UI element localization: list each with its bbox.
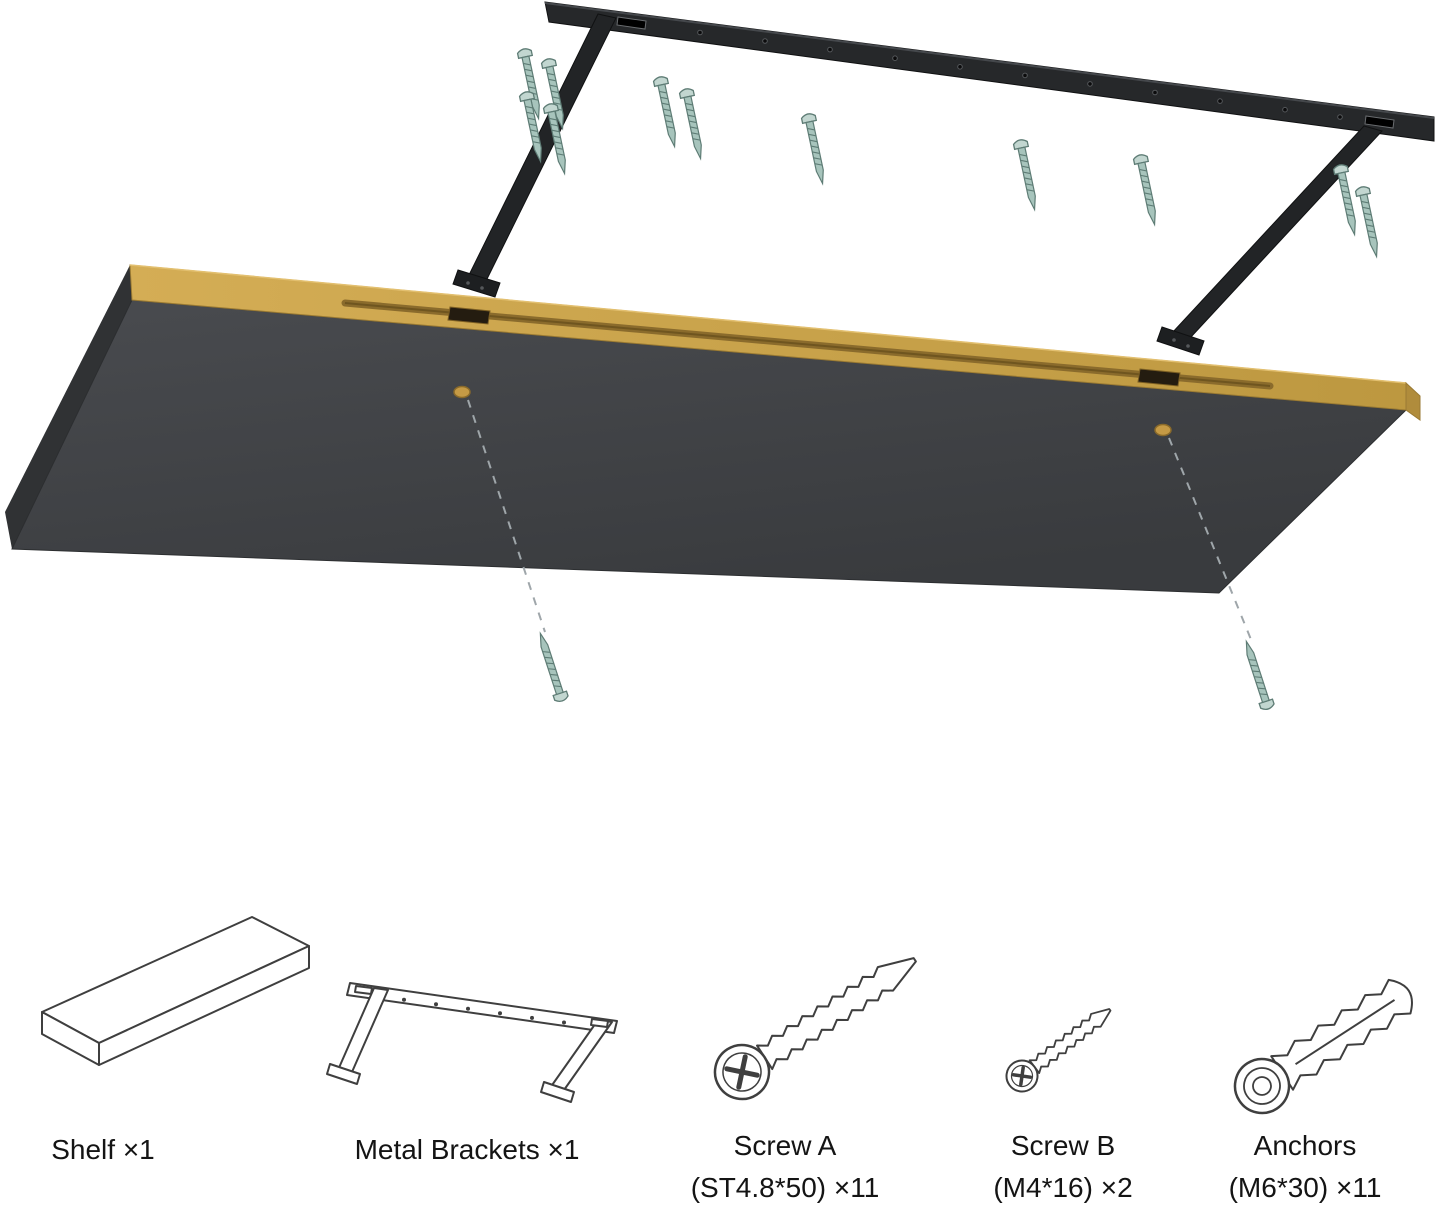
shelf-thumbnail-icon	[41, 916, 310, 1066]
screw-icon	[533, 630, 570, 704]
screw-icon	[1132, 152, 1163, 227]
screw-b-icon	[1005, 1008, 1112, 1093]
screw-guides-group	[467, 399, 1276, 712]
bracket-slot-left	[616, 16, 647, 30]
pilot-hole-left	[453, 385, 471, 399]
part-label-metal-brackets: Metal Brackets ×1	[354, 1134, 580, 1165]
part-label-anchors: Anchors	[1253, 1130, 1357, 1161]
pilot-hole-right	[1154, 423, 1172, 437]
metal-bracket-thumbnail-icon	[326, 982, 618, 1103]
groove-cutout-right	[1137, 368, 1181, 387]
dashed-guide-right	[1168, 437, 1253, 643]
bracket-foot-left	[452, 269, 501, 298]
screw-a-icon	[713, 957, 917, 1101]
part-spec-anchors: (M6*30) ×11	[1228, 1172, 1382, 1203]
part-spec-screw-b: (M4*16) ×2	[993, 1172, 1133, 1203]
parts-list-row	[41, 916, 1413, 1115]
shelf-illustration	[5, 264, 1421, 594]
screw-icon	[1012, 137, 1043, 212]
groove-cutout-left	[447, 306, 491, 325]
anchor-icon	[1233, 978, 1413, 1115]
bracket-slot-right	[1364, 115, 1395, 129]
part-spec-screw-a: (ST4.8*50) ×11	[690, 1172, 880, 1203]
part-label-screw-a: Screw A	[733, 1130, 837, 1161]
bracket-leg-right	[1171, 125, 1383, 339]
shelf-right-end	[1405, 381, 1421, 421]
part-label-shelf: Shelf ×1	[51, 1134, 155, 1165]
metal-bracket-illustration	[452, 1, 1435, 356]
part-label-screw-b: Screw B	[1010, 1130, 1116, 1161]
screw-icon	[800, 111, 831, 186]
screw-icon	[678, 86, 709, 161]
screw-icon	[1239, 638, 1276, 712]
screw-icon	[1354, 184, 1385, 259]
bracket-foot-right	[1156, 326, 1205, 356]
screws-top-group	[516, 46, 1385, 259]
bracket-holes	[697, 29, 1343, 120]
bracket-leg-left	[467, 13, 617, 282]
screw-icon	[652, 74, 683, 149]
bracket-bar	[544, 1, 1435, 142]
shelf-left-end	[5, 265, 132, 549]
